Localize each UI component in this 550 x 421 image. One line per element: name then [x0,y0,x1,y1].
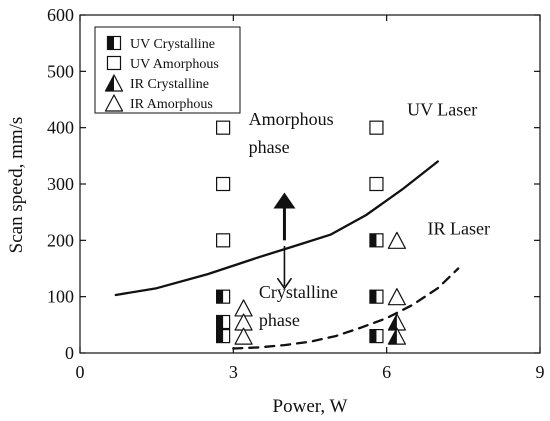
y-axis-label: Scan speed, mm/s [6,117,27,254]
annotation-label: phase [249,137,290,157]
uv-crystalline-point [216,289,231,304]
annotation-label: UV Laser [407,99,477,119]
x-tick-label: 0 [76,362,85,382]
arrow-up-head [273,192,296,209]
y-tick-label: 300 [47,174,74,194]
marker-fill [388,314,397,331]
uv-laser-curve [114,160,439,297]
legend-label: IR Amorphous [130,97,213,112]
marker-outline [216,176,231,192]
ir-amorphous-point [387,288,406,306]
marker-fill [369,233,377,247]
uv-crystalline-point [216,329,231,344]
x-tick-label: 6 [382,362,391,382]
uv-crystalline-point [369,233,384,248]
marker-fill [107,36,114,50]
marker-fill [369,329,377,343]
marker-fill [369,290,377,304]
arrow-down-head [276,277,293,290]
ir-amorphous-point [234,327,253,345]
uv-amorphous-point [369,176,384,192]
y-tick-label: 400 [47,118,74,138]
curves [114,160,460,350]
uv-amorphous-point [216,120,231,135]
x-tick-label: 9 [536,362,545,382]
marker-outline [234,327,253,345]
marker-outline [369,120,384,135]
ir-crystalline-point [387,327,406,345]
marker-outline [387,288,406,306]
marker-outline [216,233,231,248]
uv-crystalline-point [369,289,384,304]
legend-label: UV Crystalline [130,37,215,52]
legend-label: UV Amorphous [130,57,219,72]
y-tick-label: 200 [47,230,74,250]
annotation-label: IR Laser [428,219,490,239]
x-tick-label: 3 [229,362,238,382]
legend-marker [104,74,124,92]
phase-arrows [273,192,296,290]
ir-laser-curve [232,267,460,350]
marker-outline [387,231,406,249]
y-tick-label: 500 [47,61,74,81]
marker-fill [105,75,114,91]
marker-outline [369,176,384,192]
uv-amorphous-point [216,176,231,192]
marker-outline [104,94,124,112]
uv-crystalline-point [216,314,231,330]
uv-amorphous-point [369,120,384,135]
legend-marker [106,35,122,51]
legend-marker [106,55,122,71]
marker-fill [388,328,397,345]
data-markers [216,120,406,345]
uv-amorphous-point [216,233,231,248]
y-tick-label: 0 [65,343,74,363]
legend-marker [104,94,124,112]
ir-amorphous-point [387,231,406,249]
legend-label: IR Crystalline [130,77,209,92]
uv-crystalline-point [369,329,384,344]
marker-outline [106,55,122,71]
annotation-label: Amorphous [249,109,334,129]
annotation-label: phase [259,310,300,330]
marker-fill [216,329,224,343]
y-tick-label: 600 [47,5,74,25]
x-axis-label: Power, W [273,396,348,417]
axis-ticks: 0 3 6 9 0 100 200 300 400 500 600 [47,5,545,382]
y-tick-label: 100 [47,287,74,307]
marker-fill [216,290,224,304]
annotation-label: Crystalline [259,282,338,302]
legend: UV Crystalline UV Amorphous IR Crystalline… [94,26,241,114]
marker-fill [216,315,224,329]
marker-outline [216,120,231,135]
